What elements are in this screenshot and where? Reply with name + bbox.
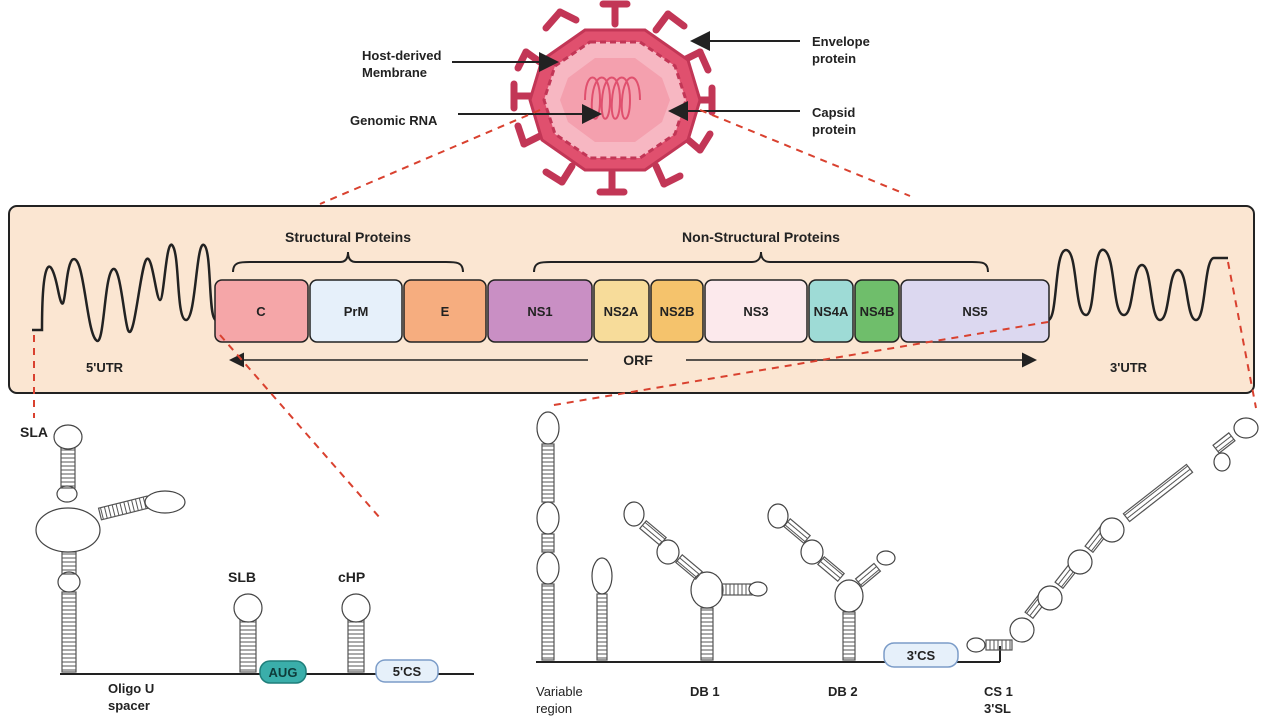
utr3-label: 3'UTR	[1110, 360, 1148, 375]
virion-particle	[510, 0, 716, 196]
gene-box-c: C	[214, 279, 309, 343]
genomic-rna-label: Genomic RNA	[350, 113, 438, 128]
chp-label: cHP	[338, 569, 365, 585]
var-loop-1	[536, 551, 560, 585]
var-hairpin-stem	[596, 593, 608, 661]
host-membrane-label: Host-derived	[362, 48, 442, 63]
var-stem-2	[541, 533, 555, 553]
host-membrane-label-2: Membrane	[362, 65, 427, 80]
variable-region-label-2: region	[536, 701, 572, 716]
sla-side-stem	[97, 495, 151, 521]
orf-label: ORF	[623, 352, 653, 368]
utr5-squiggle	[32, 243, 218, 342]
var-stem-3	[541, 443, 555, 503]
var-loop-3	[536, 411, 560, 445]
svg-text:NS5: NS5	[962, 304, 987, 319]
sla-side-loop	[144, 490, 186, 514]
gene-box-ns1: NS1	[487, 279, 593, 343]
structural-brace	[232, 251, 464, 273]
db2-label: DB 2	[828, 684, 858, 699]
cs3-label: 3'CS	[907, 648, 936, 663]
svg-text:NS1: NS1	[527, 304, 552, 319]
zoom-lines-top	[319, 109, 911, 205]
svg-text:NS4A: NS4A	[814, 304, 849, 319]
sla-central-loop	[35, 507, 101, 553]
gene-box-prm: PrM	[309, 279, 403, 343]
sla-stem-upper	[62, 505, 76, 507]
slb-label: SLB	[228, 569, 256, 585]
var-loop-2	[536, 501, 560, 535]
chp-stem	[347, 619, 365, 673]
aug-box	[259, 660, 307, 684]
utr3-squiggle	[1047, 248, 1228, 322]
structural-proteins-label: Structural Proteins	[285, 229, 411, 245]
gene-box-ns3: NS3	[704, 279, 808, 343]
gene-box-ns4b: NS4B	[854, 279, 900, 343]
envelope-protein-label-2: protein	[812, 51, 856, 66]
sla-stem-mid	[61, 551, 77, 575]
slb-stem	[239, 619, 257, 673]
svg-text:C: C	[256, 304, 266, 319]
sla-stem-lower	[61, 591, 77, 673]
chp-loop	[341, 593, 371, 623]
var-stem-1	[541, 583, 555, 661]
db1-structure	[623, 501, 768, 661]
cs3-box	[883, 642, 959, 668]
gene-box-e: E	[403, 279, 487, 343]
sla-stem-top	[60, 447, 76, 489]
sla-label: SLA	[20, 424, 48, 440]
sl3-label: 3'SL	[984, 701, 1011, 716]
cs5-box	[375, 659, 439, 683]
gene-box-ns2b: NS2B	[650, 279, 704, 343]
db1-label: DB 1	[690, 684, 720, 699]
sla-top-loop	[53, 424, 83, 450]
utr5-label: 5'UTR	[86, 360, 124, 375]
gene-box-ns5: NS5	[900, 279, 1050, 343]
svg-text:PrM: PrM	[344, 304, 369, 319]
svg-text:NS2B: NS2B	[660, 304, 695, 319]
variable-region-label: Variable	[536, 684, 583, 699]
db2-structure	[767, 503, 896, 661]
genome-panel: 5'UTR 3'UTR Structural Proteins Non-Stru…	[8, 205, 1255, 394]
svg-text:NS2A: NS2A	[604, 304, 639, 319]
cs5-label: 5'CS	[393, 664, 422, 679]
utr3-structures: Variable region DB 1 DB 2 3'C	[536, 411, 1259, 716]
envelope-spikes	[510, 0, 716, 196]
svg-text:NS4B: NS4B	[860, 304, 895, 319]
sl3-structure	[966, 417, 1259, 662]
svg-text:NS3: NS3	[743, 304, 768, 319]
utr5-structures: SLA SLB AUG cHP 5'CS Oligo U spacer	[20, 424, 474, 713]
nonstructural-proteins-label: Non-Structural Proteins	[682, 229, 840, 245]
oligo-u-label: Oligo U	[108, 681, 154, 696]
envelope-protein-label: Envelope	[812, 34, 870, 49]
capsid-protein-label: Capsid	[812, 105, 855, 120]
cs1-label: CS 1	[984, 684, 1013, 699]
nonstructural-brace	[533, 251, 989, 273]
capsid-protein-label-2: protein	[812, 122, 856, 137]
gene-box-ns2a: NS2A	[593, 279, 650, 343]
oligo-u-label-2: spacer	[108, 698, 150, 713]
gene-box-ns4a: NS4A	[808, 279, 854, 343]
sla-bulge-lower	[57, 571, 81, 593]
virion-annotations: Host-derived Membrane Genomic RNA Envelo…	[350, 31, 870, 137]
zoom-lines-bottom	[33, 261, 1257, 519]
aug-label: AUG	[269, 665, 298, 680]
svg-text:E: E	[441, 304, 450, 319]
var-hairpin-loop	[591, 557, 613, 595]
slb-loop	[233, 593, 263, 623]
